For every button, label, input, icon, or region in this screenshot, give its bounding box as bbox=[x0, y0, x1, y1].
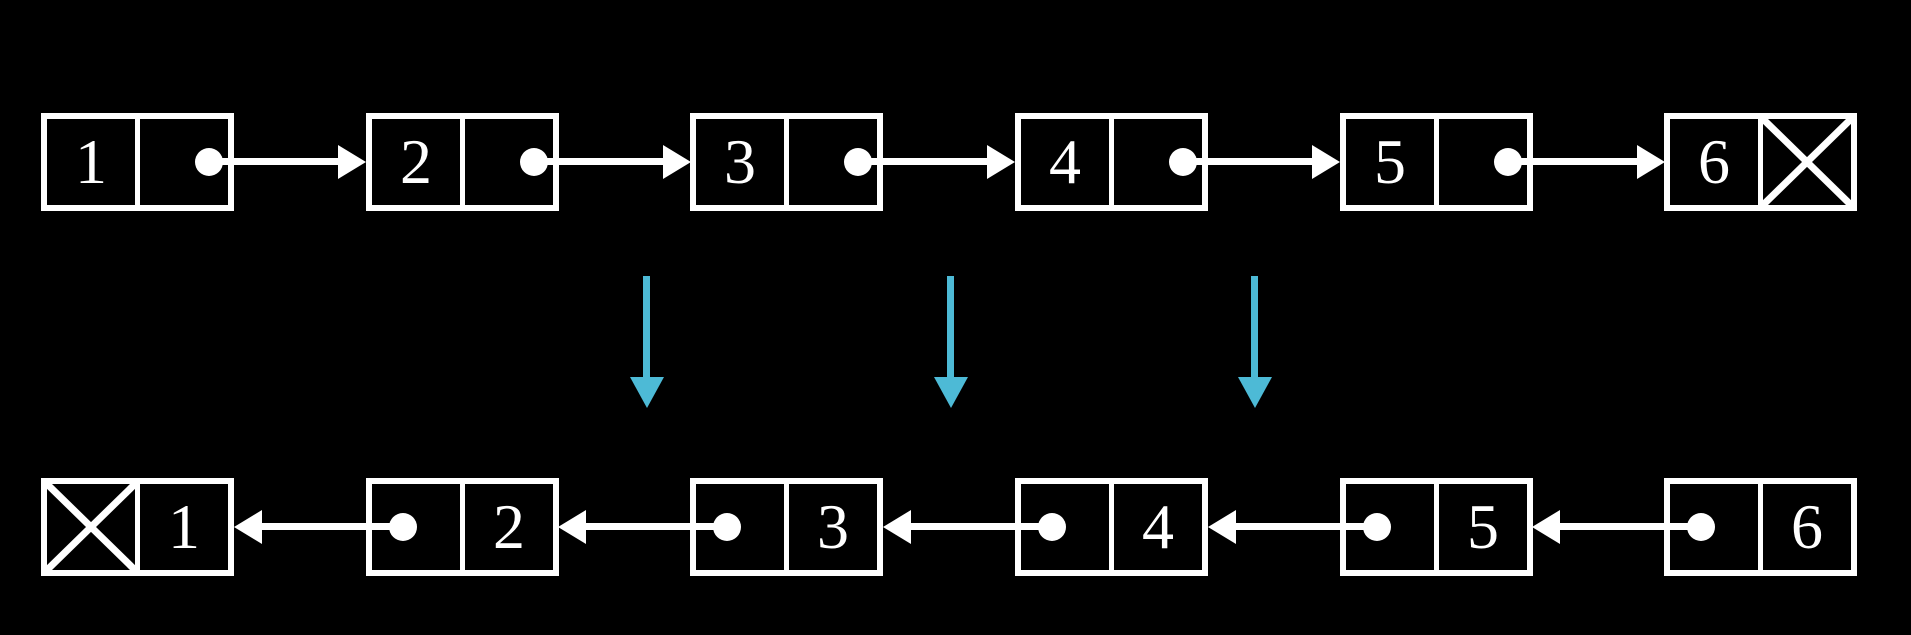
value-cell: 2 bbox=[465, 484, 553, 570]
null-pointer-x-icon bbox=[47, 484, 135, 570]
reverse-step-arrow-head-3 bbox=[1238, 377, 1272, 408]
node-value: 2 bbox=[493, 491, 525, 562]
node-value: 4 bbox=[1142, 491, 1174, 562]
top-node-6: 6 bbox=[1664, 113, 1857, 211]
bottom-node-1: 1 bbox=[41, 478, 234, 576]
value-cell: 3 bbox=[789, 484, 877, 570]
value-cell: 2 bbox=[372, 119, 465, 205]
node-value: 5 bbox=[1467, 491, 1499, 562]
pointer-cell bbox=[1763, 119, 1851, 205]
prev-arrow-shaft-3-2 bbox=[586, 523, 727, 530]
value-cell: 5 bbox=[1346, 119, 1439, 205]
prev-arrow-head-6-5 bbox=[1532, 510, 1560, 544]
prev-arrow-shaft-2-1 bbox=[262, 523, 403, 530]
reverse-step-arrow-shaft-3 bbox=[1251, 276, 1258, 380]
node-value: 1 bbox=[75, 126, 107, 197]
next-arrow-shaft-4-5 bbox=[1170, 158, 1312, 165]
bottom-node-3: 3 bbox=[690, 478, 883, 576]
value-cell: 3 bbox=[696, 119, 789, 205]
pointer-cell bbox=[47, 484, 140, 570]
value-cell: 1 bbox=[47, 119, 140, 205]
node-value: 6 bbox=[1791, 491, 1823, 562]
value-cell: 6 bbox=[1670, 119, 1763, 205]
reverse-step-arrow-head-2 bbox=[934, 377, 968, 408]
value-cell: 6 bbox=[1763, 484, 1851, 570]
next-arrow-shaft-1-2 bbox=[196, 158, 338, 165]
prev-arrow-head-5-4 bbox=[1208, 510, 1236, 544]
prev-arrow-head-2-1 bbox=[234, 510, 262, 544]
node-value: 3 bbox=[724, 126, 756, 197]
reverse-step-arrow-shaft-1 bbox=[643, 276, 650, 380]
value-cell: 5 bbox=[1439, 484, 1527, 570]
next-arrow-head-5-6 bbox=[1637, 145, 1665, 179]
node-value: 4 bbox=[1049, 126, 1081, 197]
null-pointer-x-icon bbox=[1763, 119, 1851, 205]
node-value: 6 bbox=[1698, 126, 1730, 197]
node-value: 1 bbox=[168, 491, 200, 562]
reverse-step-arrow-shaft-2 bbox=[947, 276, 954, 380]
prev-arrow-shaft-4-3 bbox=[911, 523, 1052, 530]
value-cell: 4 bbox=[1021, 119, 1114, 205]
next-arrow-shaft-2-3 bbox=[521, 158, 663, 165]
node-value: 2 bbox=[400, 126, 432, 197]
next-arrow-shaft-3-4 bbox=[845, 158, 987, 165]
value-cell: 4 bbox=[1114, 484, 1202, 570]
node-value: 3 bbox=[817, 491, 849, 562]
next-arrow-head-4-5 bbox=[1312, 145, 1340, 179]
prev-arrow-shaft-6-5 bbox=[1560, 523, 1701, 530]
next-arrow-head-3-4 bbox=[987, 145, 1015, 179]
next-arrow-shaft-5-6 bbox=[1495, 158, 1637, 165]
prev-arrow-head-4-3 bbox=[883, 510, 911, 544]
bottom-node-2: 2 bbox=[366, 478, 559, 576]
prev-arrow-shaft-5-4 bbox=[1236, 523, 1377, 530]
prev-arrow-head-3-2 bbox=[558, 510, 586, 544]
next-arrow-head-1-2 bbox=[338, 145, 366, 179]
value-cell: 1 bbox=[140, 484, 228, 570]
next-arrow-head-2-3 bbox=[663, 145, 691, 179]
reverse-step-arrow-head-1 bbox=[630, 377, 664, 408]
node-value: 5 bbox=[1374, 126, 1406, 197]
